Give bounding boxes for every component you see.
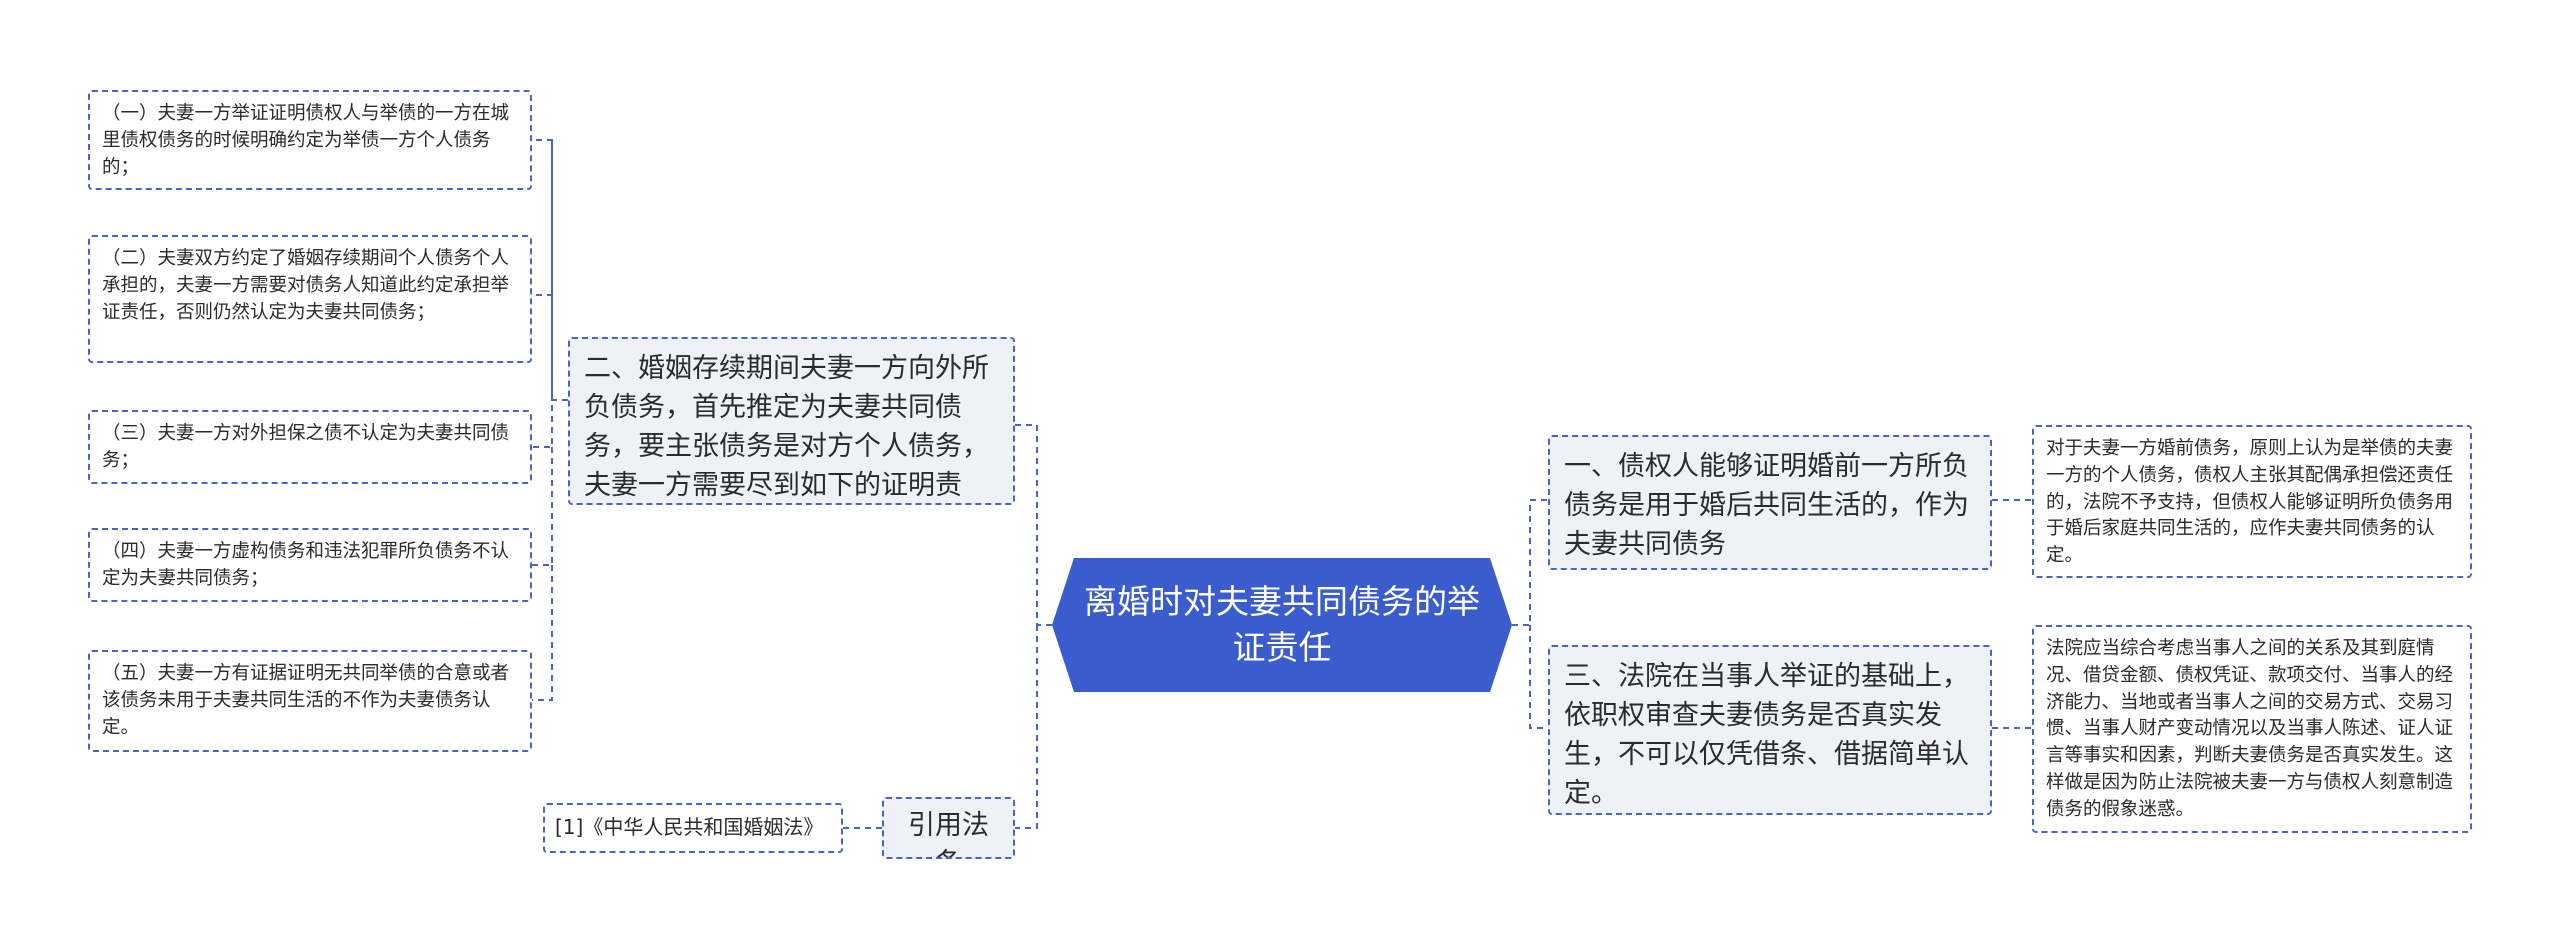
- right-branch-2-label: 三、法院在当事人举证的基础上，依职权审查夫妻债务是否真实发生，不可以仅凭借条、借…: [1564, 661, 1969, 810]
- root-topic[interactable]: 离婚时对夫妻共同债务的举证责任: [1052, 558, 1512, 692]
- left-leaf-4-text: （四）夫妻一方虚构债务和违法犯罪所负债务不认定为夫妻共同债务；: [102, 541, 510, 589]
- left-branch-topic[interactable]: 二、婚姻存续期间夫妻一方向外所负债务，首先推定为夫妻共同债务，要主张债务是对方个…: [568, 337, 1015, 505]
- left-leaf-5-text: （五）夫妻一方有证据证明无共同举债的合意或者该债务未用于夫妻共同生活的不作为夫妻…: [102, 663, 510, 738]
- right-branch-topic-2[interactable]: 三、法院在当事人举证的基础上，依职权审查夫妻债务是否真实发生，不可以仅凭借条、借…: [1548, 645, 1992, 815]
- left-leaf-2-text: （二）夫妻双方约定了婚姻存续期间个人债务个人承担的，夫妻一方需要对债务人知道此约…: [102, 248, 510, 323]
- right-detail-2[interactable]: 法院应当综合考虑当事人之间的关系及其到庭情况、借贷金额、债权凭证、款项交付、当事…: [2032, 625, 2472, 833]
- root-hexagon-shape: [1052, 558, 1512, 692]
- left-leaf-2[interactable]: （二）夫妻双方约定了婚姻存续期间个人债务个人承担的，夫妻一方需要对债务人知道此约…: [88, 235, 532, 363]
- left-leaf-1[interactable]: （一）夫妻一方举证证明债权人与举债的一方在城里债权债务的时候明确约定为举债一方个…: [88, 90, 532, 190]
- law-topic[interactable]: 引用法条: [882, 797, 1015, 859]
- left-leaf-3-text: （三）夫妻一方对外担保之债不认定为夫妻共同债务；: [102, 423, 510, 471]
- left-leaf-3[interactable]: （三）夫妻一方对外担保之债不认定为夫妻共同债务；: [88, 410, 532, 484]
- left-leaf-4[interactable]: （四）夫妻一方虚构债务和违法犯罪所负债务不认定为夫妻共同债务；: [88, 528, 532, 602]
- law-citation[interactable]: [1]《中华人民共和国婚姻法》: [543, 803, 843, 853]
- left-branch-label: 二、婚姻存续期间夫妻一方向外所负债务，首先推定为夫妻共同债务，要主张债务是对方个…: [584, 353, 989, 502]
- right-branch-1-label: 一、债权人能够证明婚前一方所负债务是用于婚后共同生活的，作为夫妻共同债务: [1564, 451, 1969, 561]
- left-leaf-1-text: （一）夫妻一方举证证明债权人与举债的一方在城里债权债务的时候明确约定为举债一方个…: [102, 103, 510, 178]
- right-detail-1[interactable]: 对于夫妻一方婚前债务，原则上认为是举债的夫妻一方的个人债务，债权人主张其配偶承担…: [2032, 425, 2472, 578]
- right-detail-1-text: 对于夫妻一方婚前债务，原则上认为是举债的夫妻一方的个人债务，债权人主张其配偶承担…: [2046, 438, 2454, 567]
- right-detail-2-text: 法院应当综合考虑当事人之间的关系及其到庭情况、借贷金额、债权凭证、款项交付、当事…: [2046, 638, 2454, 820]
- root-topic-label: 离婚时对夫妻共同债务的举证责任: [1084, 581, 1480, 667]
- law-citation-text: [1]《中华人民共和国婚姻法》: [555, 815, 824, 839]
- law-topic-label: 引用法条: [908, 810, 989, 857]
- right-branch-topic-1[interactable]: 一、债权人能够证明婚前一方所负债务是用于婚后共同生活的，作为夫妻共同债务: [1548, 435, 1992, 570]
- left-leaf-5[interactable]: （五）夫妻一方有证据证明无共同举债的合意或者该债务未用于夫妻共同生活的不作为夫妻…: [88, 650, 532, 752]
